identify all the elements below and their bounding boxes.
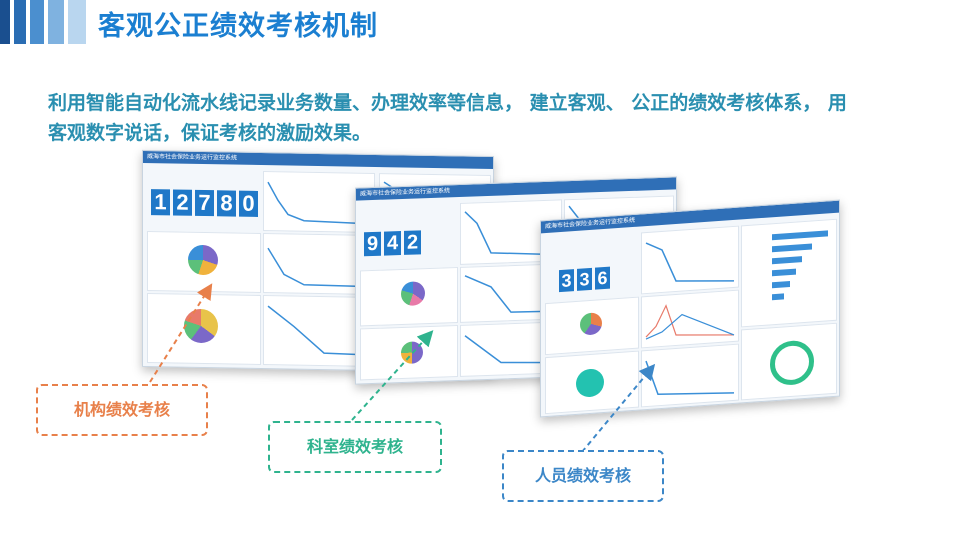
dashboard-screenshot-personnel: 威海市社会保险业务运行监控系统 3 3 6 <box>540 199 840 418</box>
page-title: 客观公正绩效考核机制 <box>98 11 378 42</box>
connector-personnel <box>581 363 656 453</box>
line-chart-panel <box>641 289 739 349</box>
connector-department <box>351 330 434 421</box>
title-decoration-bars <box>0 0 86 44</box>
institution-performance-label: 机构绩效考核 <box>36 384 208 436</box>
connector-institution <box>149 283 213 383</box>
line-chart-panel <box>263 171 375 233</box>
department-performance-label: 科室绩效考核 <box>268 421 442 473</box>
line-chart-panel <box>460 199 562 265</box>
personnel-performance-label: 人员绩效考核 <box>502 450 664 502</box>
description-paragraph: 利用智能自动化流水线记录业务数量、办理效率等信息， 建立客观、 公正的绩效考核体… <box>48 92 847 144</box>
line-chart-panel <box>641 225 739 295</box>
